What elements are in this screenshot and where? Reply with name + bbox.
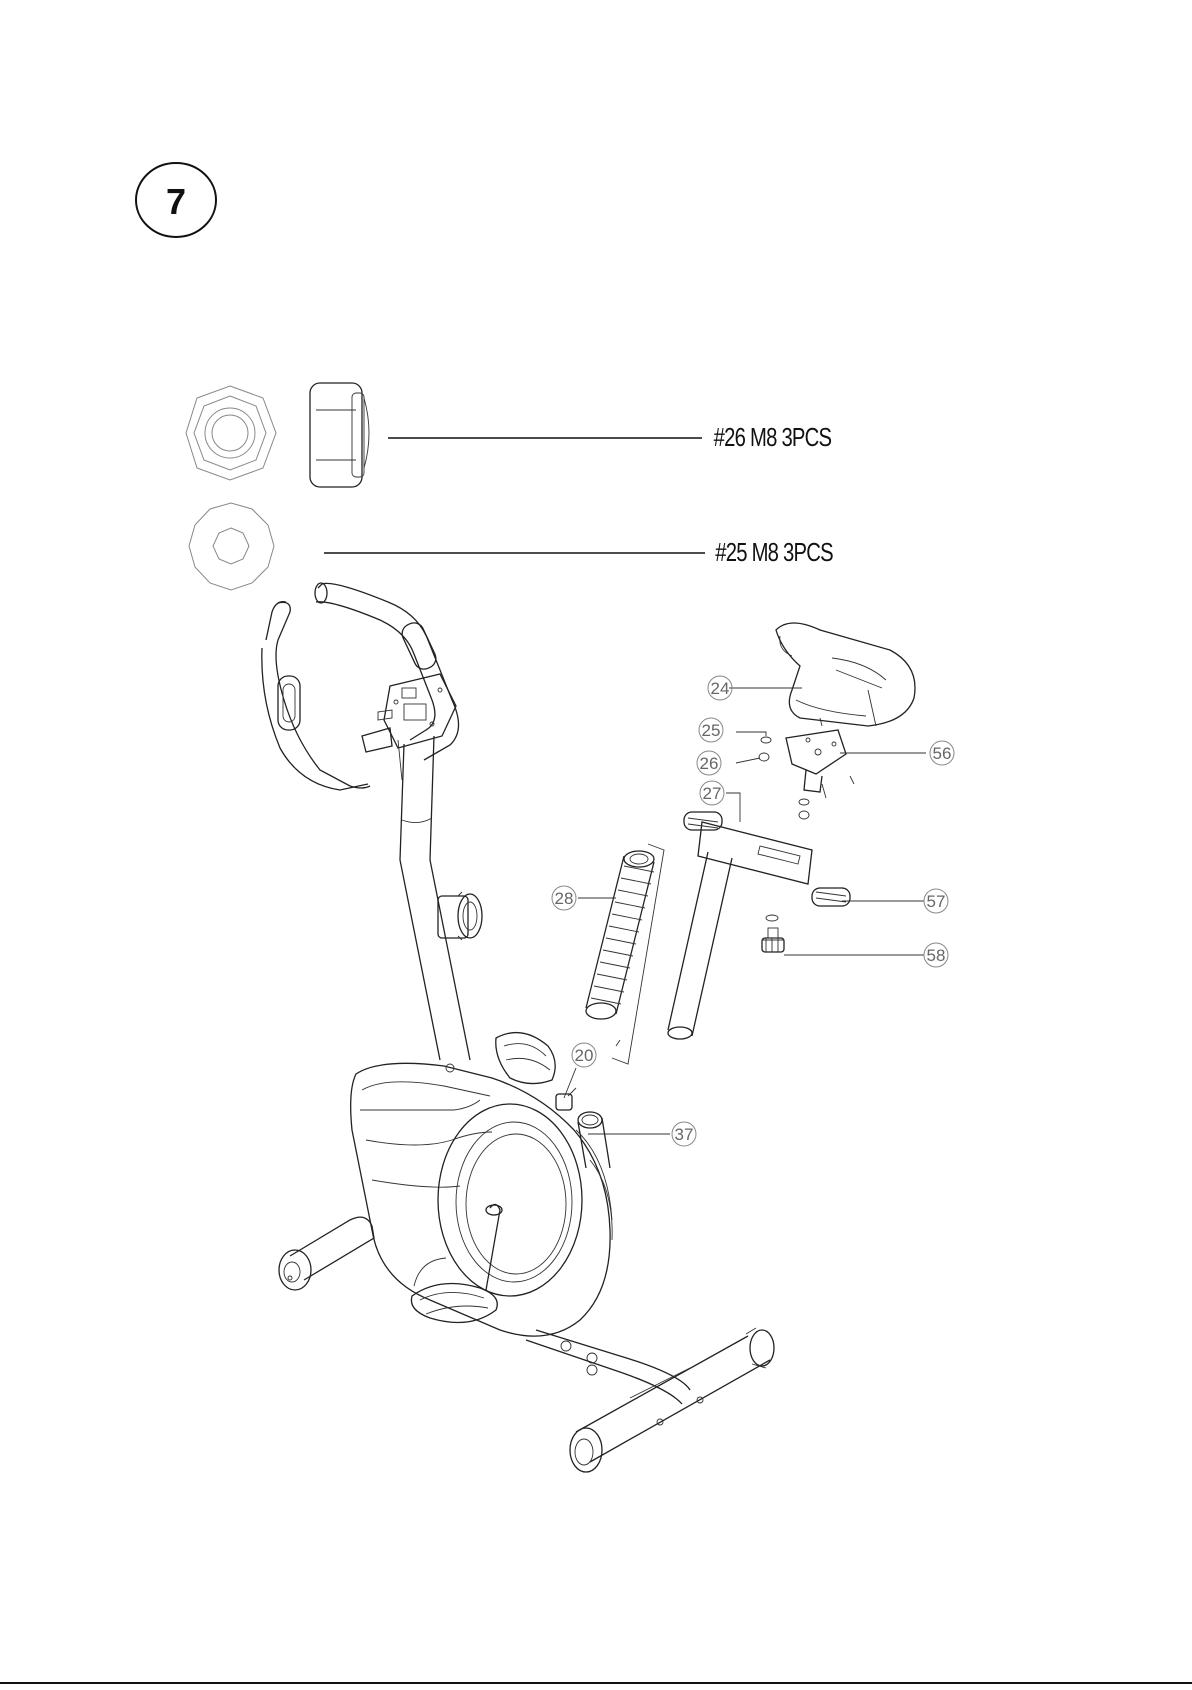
callout-37: 37 — [672, 1122, 696, 1146]
callout-27: 27 — [700, 781, 724, 805]
seat-knob — [762, 915, 784, 952]
callout-57: 57 — [924, 889, 948, 913]
svg-text:20: 20 — [575, 1046, 594, 1065]
front-stabilizer — [279, 1217, 374, 1290]
svg-text:28: 28 — [555, 889, 574, 908]
svg-text:26: 26 — [700, 754, 719, 773]
nut-icon — [186, 383, 369, 487]
svg-text:56: 56 — [933, 744, 952, 763]
callout-26: 26 — [697, 751, 721, 775]
callout-56: 56 — [930, 741, 954, 765]
step-badge: 7 — [136, 163, 216, 237]
saddle — [776, 623, 915, 726]
callout-20: 20 — [572, 1043, 596, 1067]
svg-text:25: 25 — [702, 721, 721, 740]
callout-28: 28 — [552, 886, 576, 910]
handlebar — [262, 583, 459, 790]
seat-post-bellows — [586, 844, 664, 1064]
bike-frame — [351, 1033, 612, 1337]
washer-label: #25 M8 3PCS — [715, 538, 833, 567]
callout-leaders — [564, 688, 926, 1134]
upright-column — [400, 736, 482, 1060]
svg-text:37: 37 — [675, 1125, 694, 1144]
callout-25: 25 — [699, 718, 723, 742]
seat-post — [668, 812, 850, 1039]
svg-text:24: 24 — [711, 679, 730, 698]
rear-stabilizer — [526, 1328, 774, 1472]
console-bracket — [362, 674, 456, 780]
svg-text:58: 58 — [927, 946, 946, 965]
svg-text:27: 27 — [703, 784, 722, 803]
seat-clamp — [759, 730, 854, 819]
callout-24: 24 — [708, 676, 732, 700]
washer-icon — [189, 503, 274, 590]
nut-label: #26 M8 3PCS — [714, 423, 832, 452]
callout-58: 58 — [924, 943, 948, 967]
step-number: 7 — [166, 181, 186, 222]
svg-text:57: 57 — [927, 892, 946, 911]
